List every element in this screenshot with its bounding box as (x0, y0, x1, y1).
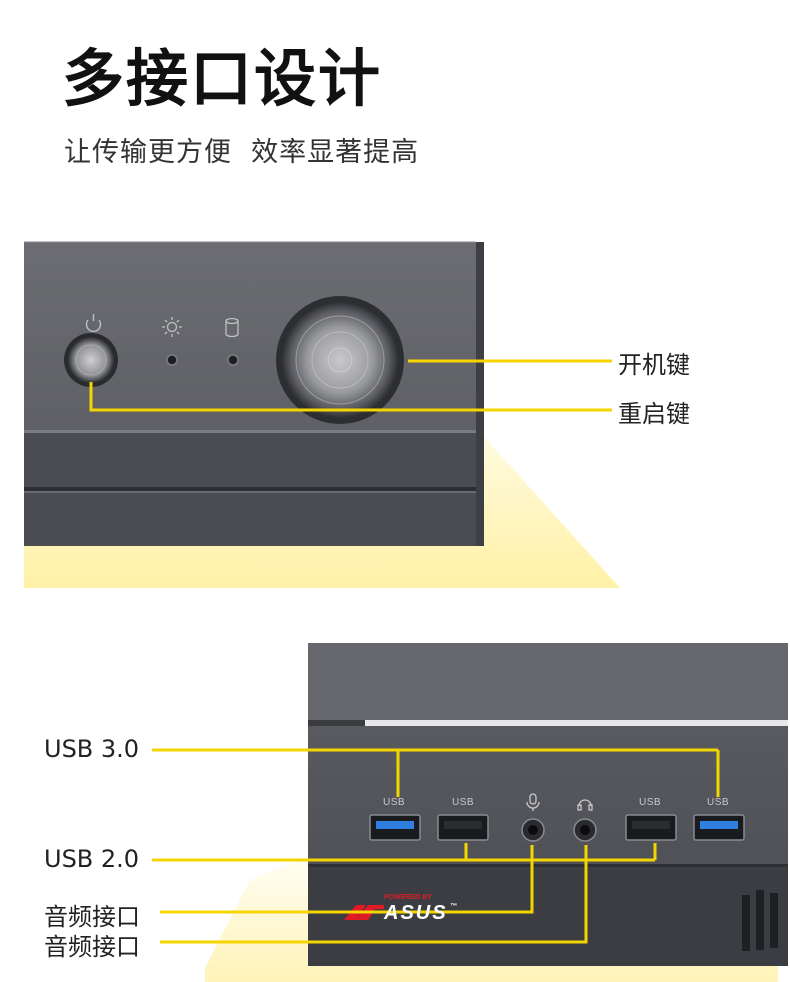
audio-port-label-headphone: 音频接口 (44, 933, 140, 961)
usb3-port-1[interactable] (369, 814, 421, 841)
power-led (166, 354, 178, 366)
power-led-icon (162, 317, 182, 337)
usb-marking: USB (639, 797, 662, 808)
mic-jack[interactable] (521, 818, 545, 842)
power-icon (85, 314, 102, 332)
hdd-led (227, 354, 239, 366)
restart-button[interactable] (64, 333, 118, 387)
usb3-port-2[interactable] (693, 814, 745, 841)
restart-key-label: 重启键 (618, 400, 690, 428)
callout-lines-bottom (152, 748, 720, 944)
asus-logo-brand: ASUS (384, 902, 448, 924)
top-panel (24, 241, 620, 588)
usb2-port-1[interactable] (437, 814, 489, 841)
page-title: 多接口设计 (62, 42, 383, 115)
usb-marking: USB (383, 797, 406, 808)
usb-marking: USB (707, 797, 730, 808)
microphone-icon (526, 793, 540, 811)
usb3-label: USB 3.0 (44, 735, 140, 763)
power-key-label: 开机键 (618, 351, 690, 379)
headphone-icon (577, 799, 593, 811)
bottom-panel (152, 643, 788, 982)
usb2-label: USB 2.0 (44, 845, 140, 873)
case-top-surface (308, 643, 788, 723)
asus-logo-tagline: POWERED BY (384, 894, 432, 901)
vent-grille (742, 890, 778, 951)
page-subtitle: 让传输更方便 效率显著提高 (64, 137, 420, 168)
hdd-led-icon (225, 317, 239, 338)
headphone-jack[interactable] (573, 818, 597, 842)
usb2-port-2[interactable] (625, 814, 677, 841)
usb-marking: USB (452, 797, 475, 808)
top-strip (365, 720, 788, 726)
audio-port-label-mic: 音频接口 (44, 903, 140, 931)
callout-lines-top (89, 359, 612, 412)
power-button[interactable] (276, 296, 404, 424)
asus-logo-trademark: ™ (450, 903, 457, 910)
